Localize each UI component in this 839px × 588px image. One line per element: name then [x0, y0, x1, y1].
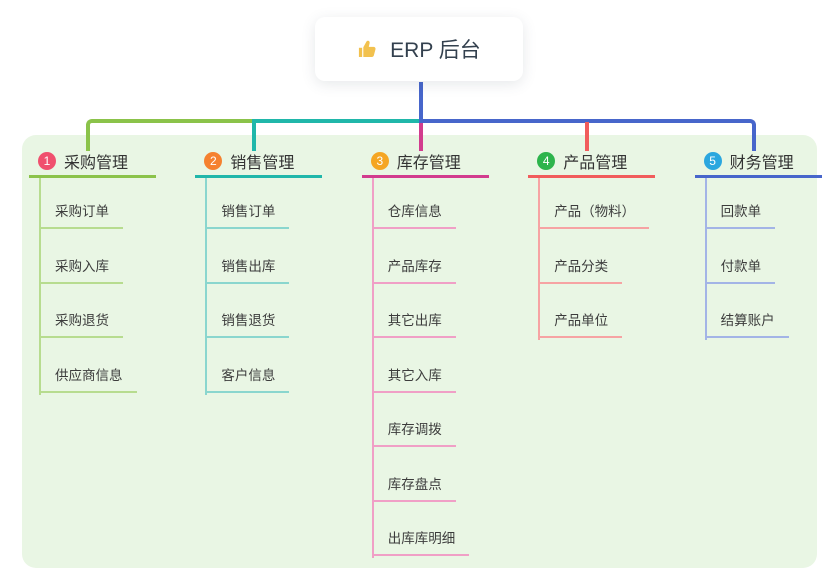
drop-line-branch-2 — [252, 119, 257, 151]
branch-3-tree-line — [371, 178, 374, 558]
node-item-branch-5-2[interactable]: 付款单 — [704, 258, 776, 284]
bus-segment-teal — [254, 119, 421, 123]
drop-line-branch-4 — [585, 122, 590, 151]
node-item-branch-4-1[interactable]: 产品（物料） — [538, 203, 650, 229]
node-item-branch-1-3[interactable]: 采购退货 — [39, 312, 123, 338]
branch-2-header[interactable]: 2 销售管理 — [195, 148, 323, 178]
node-item-branch-1-1[interactable]: 采购订单 — [39, 203, 123, 229]
node-item-branch-2-4[interactable]: 客户信息 — [205, 367, 290, 393]
branch-2-label: 销售管理 — [230, 155, 295, 172]
node-item-branch-2-2[interactable]: 销售出库 — [205, 258, 290, 284]
node-item-branch-3-3[interactable]: 其它出库 — [371, 312, 456, 338]
bus-segment-green — [86, 119, 253, 151]
branch-2-tree-line — [205, 178, 208, 395]
branch-2-number-badge: 2 — [204, 152, 223, 170]
node-item-branch-3-2[interactable]: 产品库存 — [371, 258, 456, 284]
node-item-branch-3-5[interactable]: 库存调拨 — [371, 421, 456, 447]
node-item-branch-3-1[interactable]: 仓库信息 — [371, 203, 456, 229]
drop-line-branch-3 — [418, 122, 423, 151]
branch-1-number-badge: 1 — [38, 152, 56, 170]
branch-3-header[interactable]: 3 库存管理 — [361, 148, 489, 178]
node-item-branch-3-7[interactable]: 出库库明细 — [371, 530, 470, 556]
branch-3-label: 库存管理 — [396, 155, 461, 172]
branch-4-number-badge: 4 — [537, 152, 556, 170]
branch-4-label: 产品管理 — [563, 155, 628, 172]
node-item-branch-4-2[interactable]: 产品分类 — [538, 258, 623, 284]
node-item-branch-5-3[interactable]: 结算账户 — [704, 312, 789, 338]
node-item-branch-3-6[interactable]: 库存盘点 — [371, 476, 456, 502]
node-item-branch-2-1[interactable]: 销售订单 — [205, 203, 290, 229]
branch-5-number-badge: 5 — [703, 152, 722, 170]
branch-4-tree-line — [538, 178, 541, 340]
branch-1-header[interactable]: 1 采购管理 — [29, 148, 156, 178]
branches-panel — [22, 135, 817, 568]
root-label: ERP 后台 — [390, 39, 481, 62]
bus-segment-blue — [420, 119, 756, 151]
node-item-branch-1-2[interactable]: 采购入库 — [39, 258, 123, 284]
branch-5-label: 财务管理 — [729, 155, 794, 172]
root-node[interactable]: ERP 后台 — [315, 17, 523, 81]
node-item-branch-1-4[interactable]: 供应商信息 — [39, 367, 137, 393]
node-item-branch-4-3[interactable]: 产品单位 — [538, 312, 623, 338]
node-item-branch-2-3[interactable]: 销售退货 — [205, 312, 290, 338]
node-item-branch-5-1[interactable]: 回款单 — [704, 203, 776, 229]
branch-3-number-badge: 3 — [370, 152, 389, 170]
root-connector-line — [418, 82, 423, 123]
branch-4-header[interactable]: 4 产品管理 — [528, 148, 656, 178]
branch-5-header[interactable]: 5 财务管理 — [694, 148, 822, 178]
branch-5-tree-line — [704, 178, 707, 340]
node-item-branch-3-4[interactable]: 其它入库 — [371, 367, 456, 393]
branch-1-tree-line — [39, 178, 41, 395]
thumbs-up-icon — [357, 38, 380, 61]
branch-1-label: 采购管理 — [64, 155, 129, 172]
